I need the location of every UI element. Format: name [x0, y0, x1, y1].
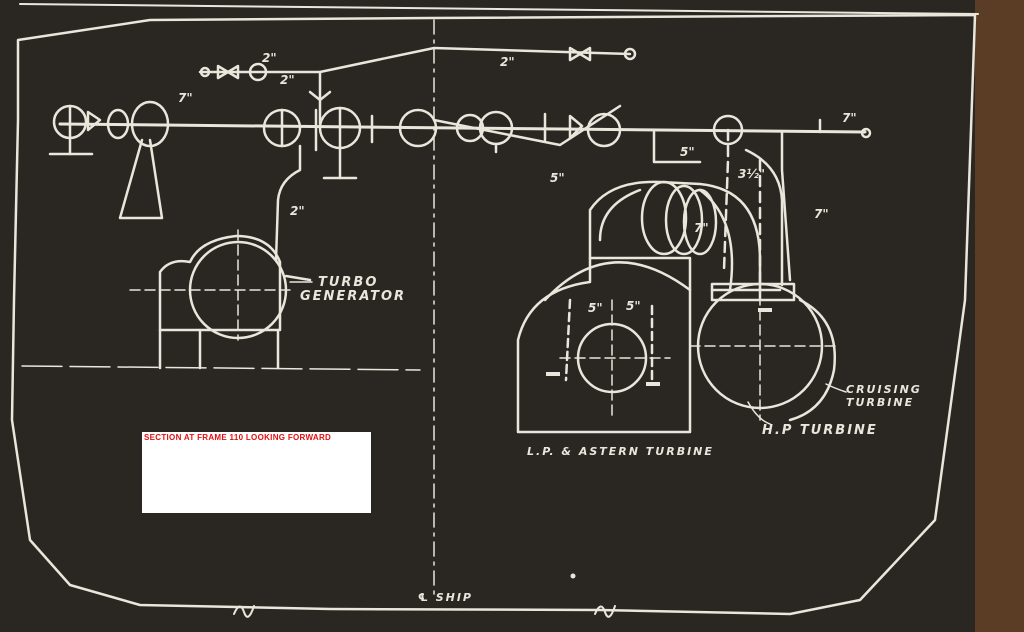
dim-7in-left: 7" [178, 91, 193, 105]
valve-stand [118, 138, 164, 220]
gauge-6 [586, 112, 622, 148]
caption-box: SECTION AT FRAME 110 LOOKING FORWARD [142, 432, 371, 513]
dim-7in-right: 7" [842, 111, 857, 125]
crossover-pipe-inner [598, 188, 642, 242]
dim-2in-top: 2" [262, 51, 277, 65]
label-lp-astern-turbine: L.P. & ASTERN TURBINE [527, 445, 714, 458]
top-line [19, 3, 979, 15]
dim-7in-mid: 7" [694, 221, 709, 235]
leader-cruising [825, 383, 847, 393]
lp-turbine-dome [543, 261, 692, 302]
dim-2in-tg: 2" [290, 204, 305, 218]
turbo-generator-body [158, 234, 282, 332]
hull-outline [10, 13, 977, 616]
tg-base [158, 328, 280, 370]
dim-2in-upper: 2" [280, 73, 295, 87]
board-shade-right [975, 0, 1024, 632]
cruising-turbine [788, 298, 836, 422]
gauge-3 [398, 108, 438, 148]
main-steam-line [58, 122, 867, 134]
pipe-3half [744, 148, 784, 287]
board-background [0, 0, 990, 632]
label-turbo: TURBO [318, 275, 379, 290]
dim-5in-upper: 5" [680, 145, 695, 159]
valve-top-right [712, 114, 744, 146]
dim-7in-lower: 7" [814, 207, 829, 221]
dim-2in-right: 2" [500, 55, 515, 69]
break-mark-right [594, 605, 616, 618]
label-cruising-turbine: TURBINE [846, 396, 915, 409]
pipe-7in-b [780, 130, 792, 282]
pipe-7in-a [722, 128, 730, 272]
dim-5in-lp: 5" [588, 301, 603, 315]
lp-steam-pipe-5a [564, 298, 572, 382]
leader-hp [747, 401, 771, 425]
break-mark-left [233, 605, 255, 618]
elbow-down [698, 188, 734, 292]
upper-branch [198, 46, 632, 74]
label-ship-centerline: ℄ SHIP [418, 591, 473, 604]
label-cruising: CRUISING [846, 383, 922, 396]
dim-3half-in: 3½" [738, 167, 766, 181]
label-hp-turbine: H.P TURBINE [762, 423, 878, 438]
gauge-4 [455, 113, 485, 143]
caption-title: SECTION AT FRAME 110 LOOKING FORWARD [144, 433, 332, 442]
dim-5in-lp-right: 5" [626, 299, 641, 313]
crossover-pipe [588, 180, 762, 302]
dim-5in-left: 5" [550, 171, 565, 185]
valve-left-2 [106, 108, 130, 140]
label-generator: GENERATOR [300, 289, 407, 304]
floor-line [21, 365, 421, 371]
tg-steam-pipe [274, 144, 302, 262]
branch-diag [432, 104, 622, 147]
pipe-5in [652, 130, 702, 164]
